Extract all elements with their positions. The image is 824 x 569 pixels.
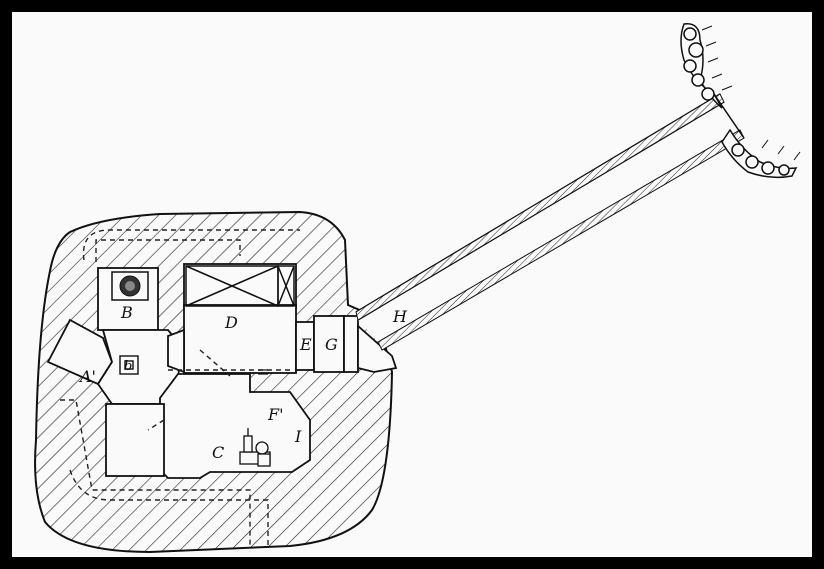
label-g: G [325,335,338,354]
rock-outcrop [680,23,798,179]
bunker-plan-diagram: A' B C D E G F' H I b [34,23,801,554]
periscope-mount [119,355,139,375]
dotted-lines [60,229,300,548]
label-b: B [120,303,133,322]
gun-turret [111,271,149,301]
storage-box [185,265,295,307]
label-h: H [392,307,408,326]
label-c: C [212,443,224,462]
ground-ticks [701,25,801,161]
equipment-c [239,428,271,467]
label-e: E [299,335,312,354]
sill-marks [258,369,268,375]
label-small-b: b [124,359,132,374]
label-d: D [224,313,238,332]
drawing-frame: A' B C D E G F' H I b [12,12,812,557]
label-i: I [294,427,302,446]
label-f-prime: F' [267,405,284,424]
exit-shaft [355,93,748,351]
label-a-prime: A' [78,367,96,386]
